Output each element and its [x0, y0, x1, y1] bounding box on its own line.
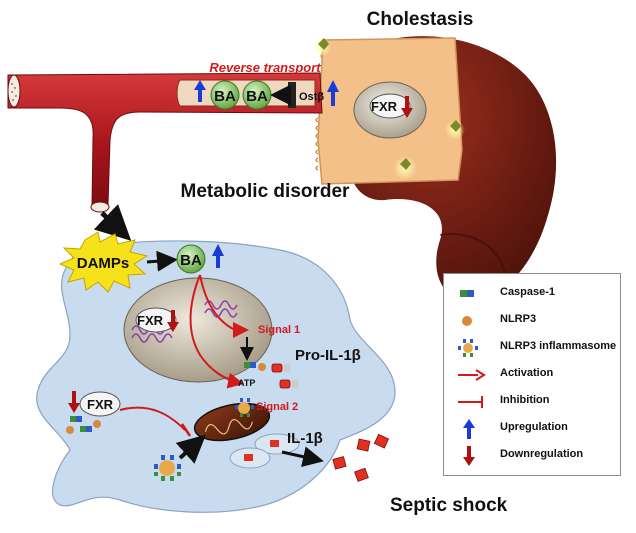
- inhibition-bar: [180, 423, 192, 437]
- dna-coil: [204, 308, 238, 318]
- vessel-lumen-bottom: [90, 201, 110, 213]
- down-arrow-icon: [167, 310, 179, 332]
- legend-item-nlrp3: NLRP3: [444, 309, 622, 335]
- fxr-oval: [135, 307, 177, 333]
- legend-item-caspase-1: Caspase-1: [444, 282, 622, 308]
- up-arrow-icon: [212, 244, 224, 268]
- hepatocyte-fxr-label: FXR: [371, 99, 398, 114]
- fxr-oval: [369, 93, 411, 119]
- up-arrow-icon: [463, 419, 475, 439]
- inhibition-icon: [458, 396, 483, 408]
- ba-to-atp-arrow: [189, 274, 244, 389]
- inflammasome-icon: [458, 339, 478, 357]
- vesicles: [229, 433, 300, 469]
- up-arrow-icon: [194, 80, 206, 102]
- fxr-oval: [79, 391, 121, 417]
- ost-beta-label: Ostβ: [299, 91, 324, 103]
- damps-label: DAMPs: [77, 255, 130, 272]
- il1b-molecules: [332, 433, 390, 482]
- legend-item-upregulation: Upregulation: [444, 417, 622, 443]
- nuclear-fxr-label: FXR: [137, 313, 164, 328]
- signal-1-label: Signal 1: [258, 324, 300, 336]
- legend-label-downregulation: Downregulation: [500, 448, 584, 460]
- damps-burst: DAMPs: [58, 231, 149, 293]
- cholestasis-title: Cholestasis: [367, 9, 474, 30]
- macrophage-bile-acid-group: BA: [176, 244, 224, 274]
- reverse-transport-label: Reverse transport: [209, 60, 321, 75]
- vessel-bile-acid-group: BA BA: [194, 80, 272, 110]
- bile-acid-3: [176, 244, 206, 274]
- atp-label: ATP: [238, 378, 255, 388]
- down-arrow-icon: [401, 96, 413, 118]
- cytoplasmic-fxr-label: FXR: [87, 397, 114, 412]
- damps-to-ba-arrow: [146, 250, 178, 272]
- small-components: [244, 362, 266, 371]
- legend-label-nlrp3: NLRP3: [500, 313, 537, 325]
- dna-coil: [204, 300, 238, 310]
- signal-2-label: Signal 2: [256, 401, 298, 413]
- bile-acid-1: [210, 80, 240, 110]
- dna-coil: [131, 333, 173, 343]
- legend-item-downregulation: Downregulation: [444, 444, 622, 470]
- down-arrow-icon: [68, 391, 80, 413]
- legend-item-inhibition: Inhibition: [444, 390, 622, 416]
- legend-item-activation: Activation: [444, 363, 622, 389]
- mitochondrion: [193, 402, 271, 442]
- up-arrow-icon: [327, 80, 339, 106]
- vessel-to-damps-arrow: [93, 204, 132, 241]
- legend-label-activation: Activation: [500, 367, 554, 379]
- il1b-release-arrow: [281, 446, 324, 467]
- cytoplasmic-fxr-group: FXR: [66, 391, 192, 437]
- metabolic-disorder-title: Metabolic disorder: [181, 181, 351, 202]
- inflammasome-to-mito-arrow: [175, 434, 206, 464]
- lumen-dots: [11, 83, 17, 101]
- legend-label-inhibition: Inhibition: [500, 394, 550, 406]
- legend-label-inflammasome: NLRP3 inflammasome: [500, 340, 617, 352]
- pro-il1b-molecules: [271, 363, 298, 389]
- legend-label-caspase-1: Caspase-1: [500, 286, 556, 298]
- legend: Caspase-1 NLRP3 NLRP3 inflammasome Activ…: [443, 273, 621, 476]
- activation-arrow-icon: [458, 369, 486, 381]
- nlrp3-icon: [462, 316, 472, 326]
- ba-to-signal1-arrow: [199, 274, 249, 338]
- bile-canaliculus: [450, 120, 461, 132]
- fxr-inhibition-line: [119, 406, 186, 431]
- septic-shock-title: Septic shock: [390, 495, 508, 516]
- cytoplasmic-inflammasome: [154, 455, 181, 481]
- caspase-components: [66, 416, 101, 434]
- bile-canaliculus: [318, 38, 329, 50]
- inflammasome-complex: [235, 398, 254, 417]
- legend-item-inflammasome: NLRP3 inflammasome: [444, 336, 622, 362]
- down-arrow-icon: [463, 446, 475, 466]
- il1b-label: IL-1β: [287, 430, 323, 447]
- bile-acid-label-1: BA: [214, 88, 236, 105]
- legend-label-upregulation: Upregulation: [500, 421, 568, 433]
- hepatocyte-fxr-group: FXR: [369, 93, 413, 119]
- bile-acid-label-2: BA: [246, 88, 268, 105]
- nuclear-fxr-group: FXR: [135, 307, 179, 333]
- macrophage: [36, 240, 396, 513]
- bile-acid-label-3: BA: [180, 252, 202, 269]
- vessel-lumen-left: [7, 74, 21, 108]
- ost-beta-transporter: Ostβ: [270, 80, 339, 108]
- bile-canaliculus: [400, 158, 411, 170]
- pro-il1b-label: Pro-IL-1β: [295, 347, 361, 364]
- transporter-bar: [288, 82, 296, 108]
- caspase-1-icon: [460, 290, 474, 297]
